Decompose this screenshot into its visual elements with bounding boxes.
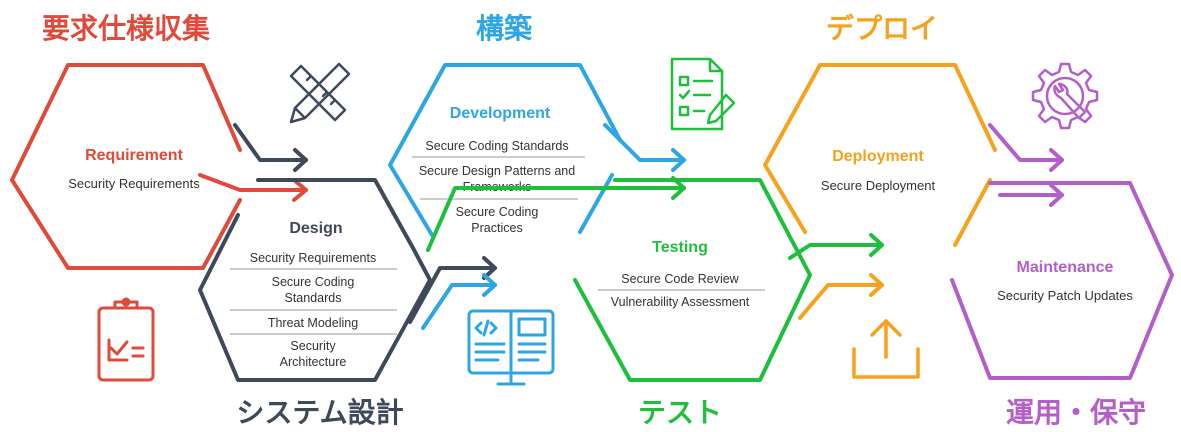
phase-development: [388, 63, 686, 330]
hexagon-design: [198, 178, 432, 382]
code-monitor-icon: [467, 309, 555, 386]
hexagon-deployment: [763, 63, 997, 234]
hexagon-maintenance: [950, 181, 1174, 380]
phase-requirement: [10, 63, 308, 270]
jp-label-testing: テスト: [638, 396, 722, 429]
title-testing: Testing: [652, 239, 708, 256]
clipboard-check-icon: [97, 297, 155, 382]
item-maintenance-1: Security Patch Updates: [997, 288, 1133, 303]
arrowhead-deployment: [869, 273, 884, 297]
arrowhead-development-lower: [482, 273, 497, 297]
arrow-requirement: [198, 173, 308, 192]
phase-maintenance: [950, 123, 1174, 380]
phase-deployment: [763, 63, 997, 320]
hexagon-requirement: [10, 63, 242, 270]
jp-label-development: 構築: [476, 12, 533, 45]
arrow-maintenance-1: [988, 123, 1064, 162]
item-design-3: Standards: [285, 291, 342, 305]
title-development: Development: [450, 105, 551, 122]
pencil-ruler-icon: [289, 62, 351, 124]
jp-label-requirement: 要求仕様収集: [42, 12, 210, 45]
arrowhead-testing-1: [671, 176, 686, 200]
item-design-1: Security Requirements: [250, 251, 376, 265]
item-testing-2: Vulnerability Assessment: [611, 295, 750, 309]
phase-design: [198, 123, 497, 382]
arrowhead-requirement: [292, 178, 308, 202]
arrow-design-lower: [408, 266, 497, 324]
phase-testing: [426, 176, 884, 382]
arrow-design-upper: [233, 123, 308, 162]
title-maintenance: Maintenance: [1017, 259, 1114, 276]
arrow-testing-1: [426, 186, 686, 252]
arrowhead-testing-2: [869, 233, 884, 257]
hexagon-testing: [573, 178, 812, 382]
arrowhead-development: [671, 148, 686, 172]
item-development-2: Secure Design Patterns and: [419, 164, 575, 178]
hexagon-deployment-lower: [953, 178, 992, 247]
gear-wrench-icon: [1031, 62, 1099, 130]
upload-icon: [852, 319, 920, 379]
item-deployment-1: Secure Deployment: [821, 178, 936, 193]
jp-label-design: システム設計: [236, 396, 403, 429]
item-testing-1: Secure Code Review: [621, 272, 739, 286]
arrowhead-maintenance-2: [1049, 183, 1064, 207]
item-design-4: Threat Modeling: [268, 316, 358, 330]
item-design-2: Secure Coding: [272, 275, 355, 289]
item-design-6: Architecture: [280, 355, 347, 369]
jp-label-deployment: デプロイ: [826, 12, 938, 45]
arrow-deployment: [798, 283, 884, 320]
arrowhead-maintenance-1: [1049, 148, 1064, 172]
checklist-icon: [670, 57, 736, 131]
title-design: Design: [289, 220, 342, 237]
hexagon-development-lower: [578, 173, 614, 234]
hexagon-development: [388, 63, 622, 237]
arrowhead-design-upper: [293, 148, 308, 172]
development-items: Secure Coding Standards Secure Design Pa…: [412, 139, 585, 235]
arrow-testing-2: [788, 243, 884, 260]
title-requirement: Requirement: [85, 147, 183, 164]
item-development-4: Secure Coding: [456, 205, 539, 219]
testing-items: Secure Code Review Vulnerability Assessm…: [598, 272, 765, 309]
item-development-1: Secure Coding Standards: [425, 139, 568, 153]
item-design-5: Security: [290, 339, 336, 353]
title-deployment: Deployment: [832, 148, 924, 165]
arrow-development-lower: [421, 283, 497, 330]
item-requirement-1: Security Requirements: [68, 176, 200, 191]
arrow-development: [603, 123, 686, 162]
item-development-5: Practices: [471, 221, 522, 235]
jp-label-maintenance: 運用・保守: [1006, 396, 1146, 429]
design-items: Security Requirements Secure Coding Stan…: [230, 251, 397, 369]
arrowhead-design-lower: [482, 256, 497, 280]
